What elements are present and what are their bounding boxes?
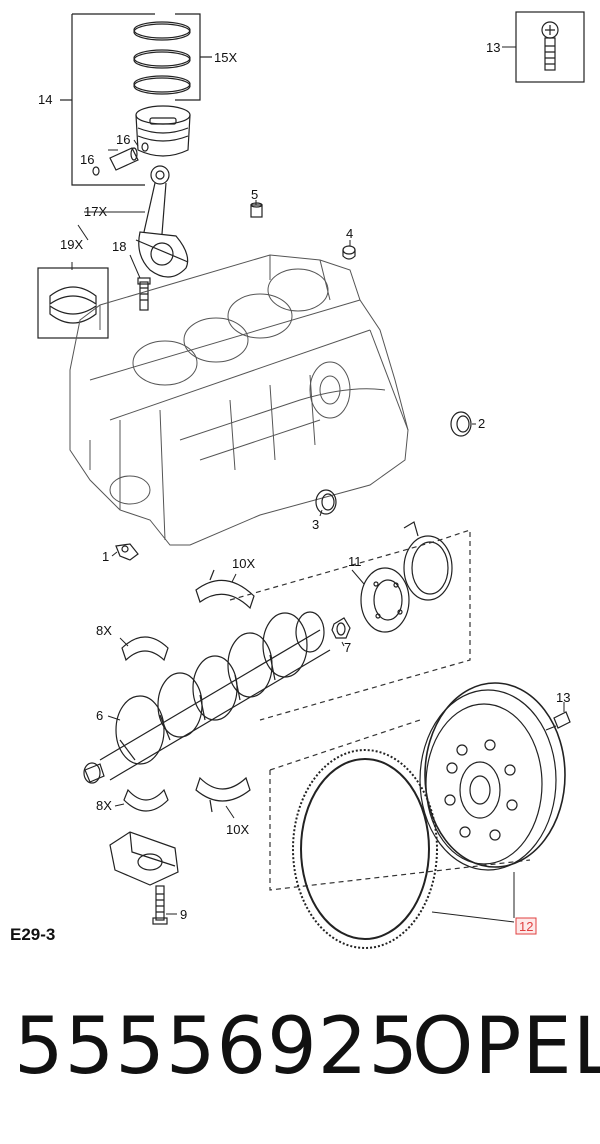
connecting-rod	[135, 165, 189, 278]
flywheel	[419, 682, 566, 871]
rear-seal-carrier	[403, 521, 453, 601]
flywheel-bolt	[545, 711, 571, 731]
callout-9: 9	[180, 907, 187, 922]
bearing-cap	[109, 831, 179, 886]
callout-10x-upper: 10X	[232, 556, 255, 571]
main-bearing-8x-lower	[123, 788, 169, 812]
callout-2: 2	[478, 416, 485, 431]
cap-bolt	[152, 885, 168, 925]
callout-16b: 16	[80, 152, 94, 167]
callout-14: 14	[38, 92, 52, 107]
callout-16a: 16	[116, 132, 130, 147]
callout-12: 12	[519, 919, 533, 934]
brand-name: OPEL	[412, 1002, 600, 1092]
dowel-pin	[342, 245, 356, 260]
callout-19x: 19X	[60, 237, 83, 252]
bolt-box-top	[515, 11, 585, 83]
callout-18: 18	[112, 239, 126, 254]
callout-8x-lower: 8X	[96, 798, 112, 813]
callout-3: 3	[312, 517, 319, 532]
callout-13b: 13	[556, 690, 570, 705]
diagram-reference: E29-3	[10, 925, 55, 944]
main-bearing-8x-upper	[121, 636, 169, 662]
piston-group-bracket	[60, 13, 212, 186]
callout-1: 1	[102, 549, 109, 564]
callout-4: 4	[346, 226, 353, 241]
leader-lines	[71, 46, 565, 923]
ring-gear	[292, 749, 438, 949]
seal-3	[315, 489, 337, 515]
crank-nut	[331, 617, 351, 639]
callout-15x: 15X	[214, 50, 237, 65]
callout-8x-upper: 8X	[96, 623, 112, 638]
main-bearing-upper	[195, 569, 255, 610]
crankshaft	[83, 611, 331, 784]
seal-2	[450, 411, 472, 437]
callout-13a: 13	[486, 40, 500, 55]
piston-rings	[133, 21, 191, 95]
oil-nozzle	[115, 543, 139, 561]
callout-5: 5	[251, 187, 258, 202]
callout-12-highlight: 12	[515, 917, 537, 935]
engine-block	[69, 254, 409, 546]
main-bearing-lower	[195, 776, 251, 813]
piston-pin	[92, 142, 149, 176]
sprocket-plate	[360, 567, 410, 633]
alignment-dashes	[229, 529, 531, 891]
dowel-sleeve	[250, 202, 263, 218]
callout-10x-lower: 10X	[226, 822, 249, 837]
callout-17x: 17X	[84, 204, 107, 219]
rod-bolt	[137, 277, 151, 311]
callout-7: 7	[344, 640, 351, 655]
rod-bearing-box	[37, 267, 109, 339]
piston	[135, 105, 191, 157]
callout-11: 11	[348, 554, 362, 569]
callout-6: 6	[96, 708, 103, 723]
part-number: 55556925	[14, 1002, 420, 1092]
